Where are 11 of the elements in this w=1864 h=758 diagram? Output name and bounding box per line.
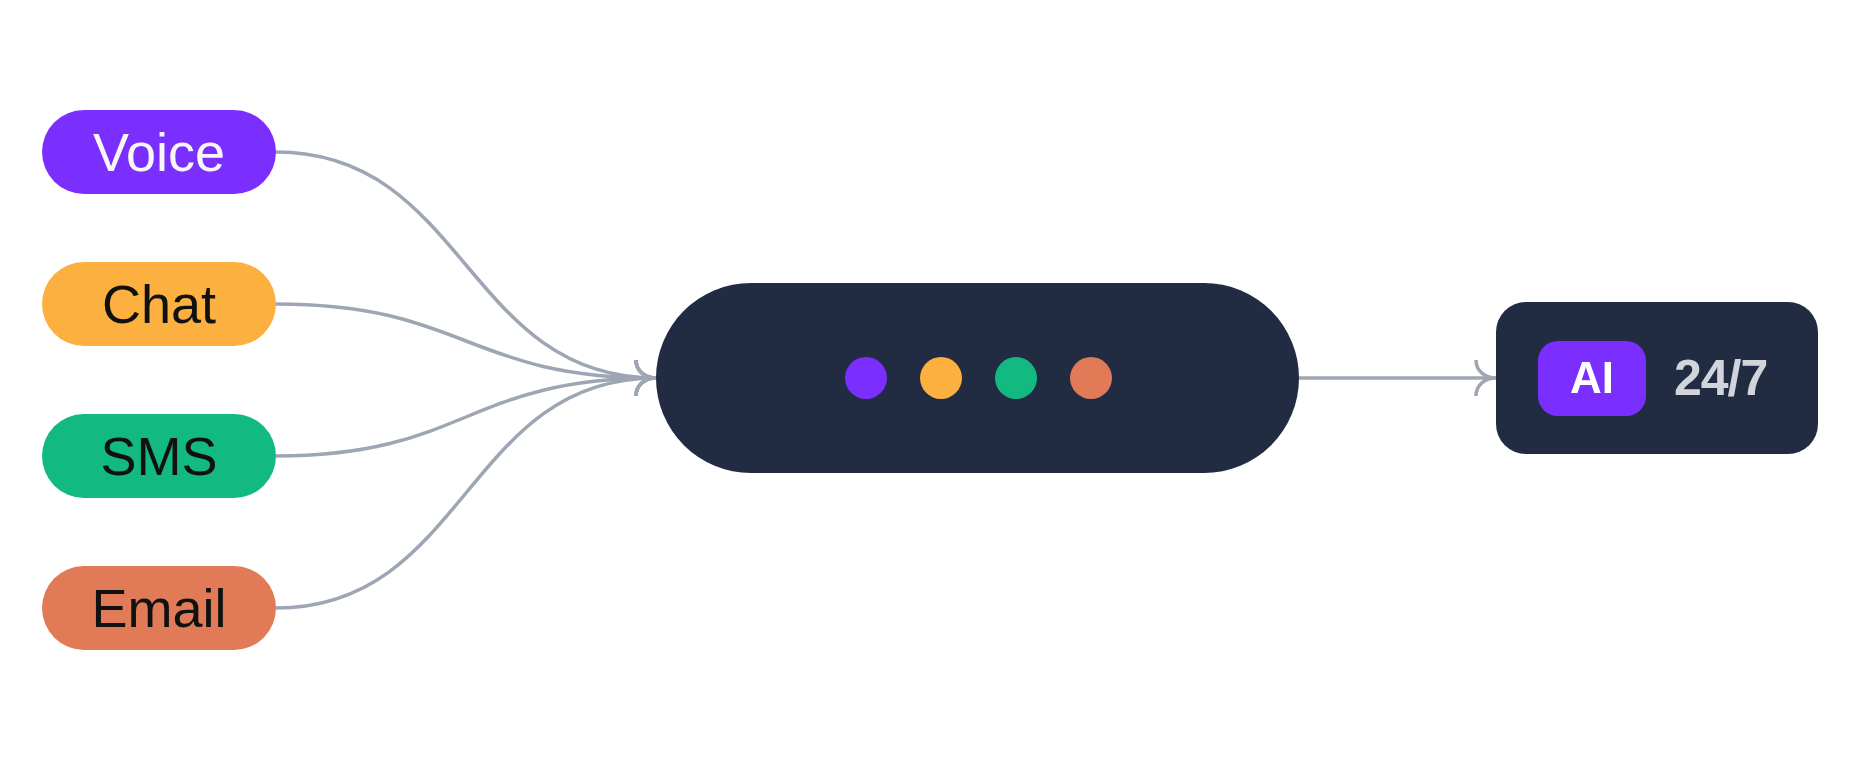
channel-pill: SMS	[42, 414, 276, 498]
channel-pill: Email	[42, 566, 276, 650]
tag-badge: AI	[1538, 340, 1646, 416]
dot-icon	[995, 357, 1037, 399]
dot-icon	[920, 357, 962, 399]
dot-icon	[845, 357, 887, 399]
dot-icon	[1070, 357, 1112, 399]
hours-text: 24/7	[1674, 353, 1768, 403]
info-card	[1496, 302, 1818, 454]
channel-pill: Chat	[42, 262, 276, 346]
channel-pill: Voice	[42, 110, 276, 194]
